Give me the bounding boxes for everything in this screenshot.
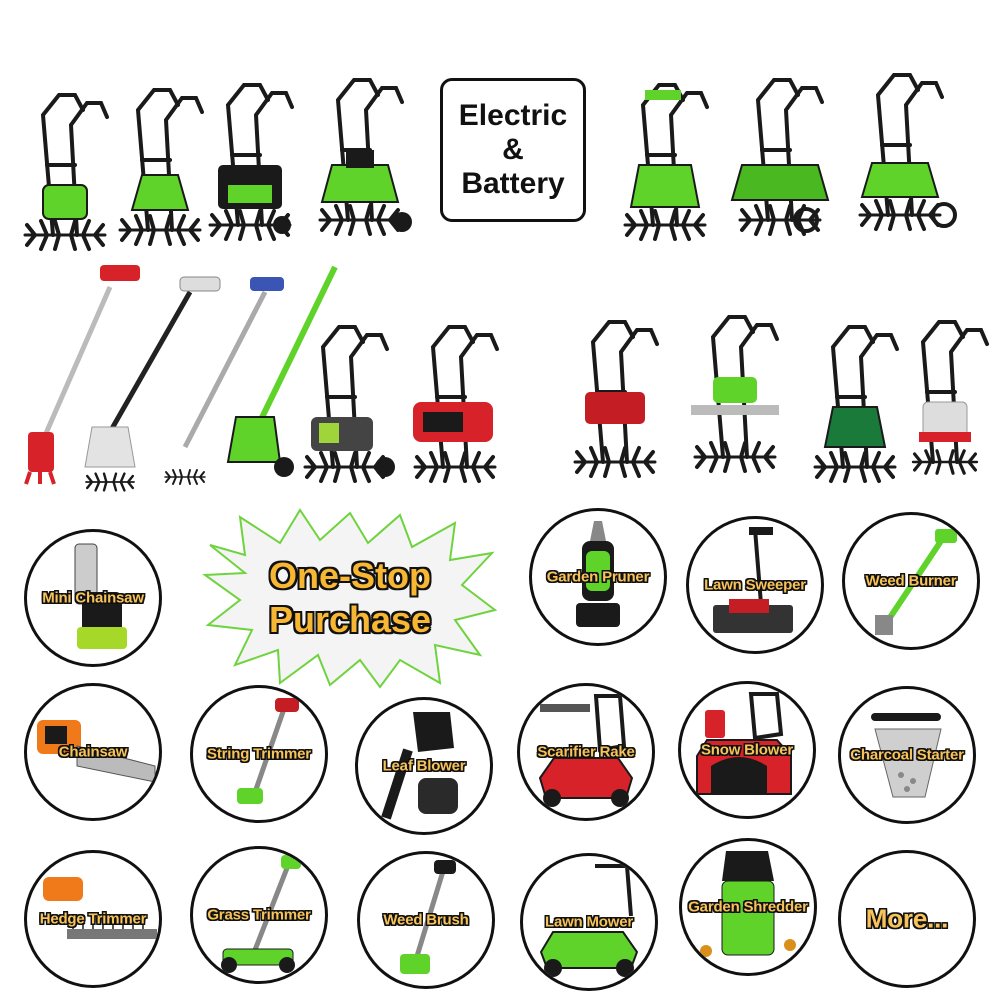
product-label: Mini Chainsaw: [42, 589, 144, 607]
product-leaf-blower[interactable]: Leaf Blower: [355, 697, 493, 835]
product-grass-trimmer[interactable]: Grass Trimmer: [190, 846, 328, 984]
product-label: Leaf Blower: [382, 757, 466, 775]
weed-burner-icon: [875, 529, 957, 635]
product-label: Grass Trimmer: [207, 906, 311, 924]
product-string-trimmer[interactable]: String Trimmer: [190, 685, 328, 823]
more-label: More...: [865, 903, 949, 934]
tiller-row-icon: [24, 265, 989, 492]
string-trimmer-icon: [237, 698, 299, 804]
product-label: Chainsaw: [58, 743, 128, 761]
product-hedge-trimmer[interactable]: Hedge Trimmer: [24, 850, 162, 988]
product-chainsaw[interactable]: Chainsaw: [24, 683, 162, 821]
tiller-group-top-right: [610, 20, 1000, 250]
product-mini-chainsaw[interactable]: Mini Chainsaw: [24, 529, 162, 667]
tiller-group-top-left: [10, 10, 440, 255]
title-box: Electric & Battery: [440, 78, 586, 222]
mini-chainsaw-icon: [74, 543, 127, 649]
product-scarifier-rake[interactable]: Scarifier Rake: [517, 683, 655, 821]
product-more[interactable]: More...: [838, 850, 976, 988]
product-garden-shredder[interactable]: Garden Shredder: [679, 838, 817, 976]
product-lawn-sweeper[interactable]: Lawn Sweeper: [686, 516, 824, 654]
tiller-row-icon: [23, 78, 412, 251]
hedge-trimmer-icon: [43, 877, 157, 939]
product-label: Charcoal Starter: [850, 746, 964, 764]
promo-line-one-stop: One-Stop: [269, 554, 431, 596]
product-label: String Trimmer: [207, 745, 311, 763]
lawn-mower-icon: [539, 864, 639, 977]
product-weed-burner[interactable]: Weed Burner: [842, 512, 980, 650]
title-line-electric: Electric: [458, 99, 568, 132]
product-label: Lawn Mower: [544, 913, 633, 931]
promo-starburst: One-Stop Purchase: [200, 505, 500, 690]
product-label: Garden Shredder: [688, 898, 808, 916]
garden-pruner-icon: [576, 521, 620, 627]
product-weed-brush[interactable]: Weed Brush: [357, 851, 495, 989]
garden-shredder-icon: [700, 851, 803, 962]
weed-brush-icon: [400, 860, 456, 974]
tiller-row-icon: [623, 73, 957, 241]
product-label: Snow Blower: [701, 741, 793, 759]
tiller-group-middle: [0, 262, 1001, 507]
product-label: Hedge Trimmer: [39, 910, 147, 928]
scarifier-rake-icon: [538, 694, 634, 807]
leaf-blower-icon: [381, 712, 458, 820]
starburst-icon: [202, 508, 498, 689]
product-snow-blower[interactable]: Snow Blower: [678, 681, 816, 819]
lawn-sweeper-icon: [713, 527, 793, 633]
title-line-battery: Battery: [461, 167, 565, 200]
product-label: Weed Burner: [865, 572, 957, 590]
chainsaw-icon: [37, 720, 156, 783]
product-lawn-mower[interactable]: Lawn Mower: [520, 853, 658, 991]
promo-line-purchase: Purchase: [268, 598, 432, 640]
grass-trimmer-icon: [221, 855, 301, 973]
product-label: Weed Brush: [383, 911, 469, 929]
charcoal-starter-icon: [871, 713, 942, 798]
product-charcoal-starter[interactable]: Charcoal Starter: [838, 686, 976, 824]
snow-blower-icon: [696, 692, 792, 795]
product-label: Garden Pruner: [546, 568, 650, 586]
title-line-ampersand: &: [502, 133, 524, 166]
product-label: Scarifier Rake: [537, 743, 635, 761]
product-garden-pruner[interactable]: Garden Pruner: [529, 508, 667, 646]
product-label: Lawn Sweeper: [704, 576, 806, 594]
